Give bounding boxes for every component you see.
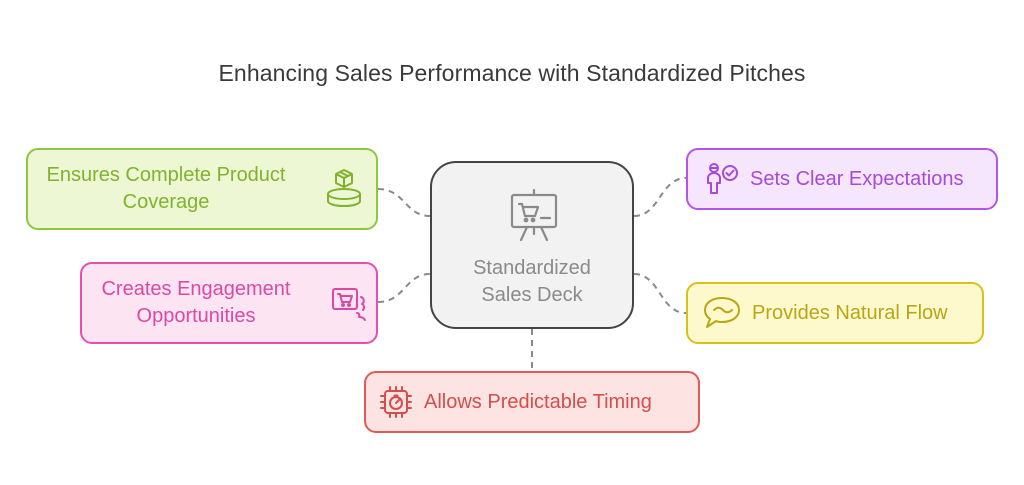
person-check-icon (707, 163, 738, 194)
node-product-coverage-line1: Ensures Complete Product (46, 164, 286, 186)
interactive-cart-icon (332, 288, 366, 321)
timer-chip-icon (380, 386, 412, 418)
connector-expectations (633, 177, 687, 217)
node-product-coverage-line2: Coverage (122, 191, 210, 213)
center-label-line1: Standardized (473, 257, 591, 279)
connector-engagement (377, 273, 431, 303)
node-engagement-line2: Opportunities (136, 305, 256, 327)
center-label-line2: Sales Deck (481, 284, 583, 306)
product-box-icon (327, 169, 361, 207)
node-predictable-timing-label: Allows Predictable Timing (424, 390, 652, 413)
node-predictable-timing: Allows Predictable Timing (364, 371, 700, 433)
center-label: Standardized Sales Deck (432, 255, 632, 309)
center-node-sales-deck: Standardized Sales Deck (430, 161, 634, 329)
node-engagement-line1: Creates Engagement (101, 278, 291, 300)
connector-flow (633, 273, 687, 314)
node-product-coverage-label: Ensures Complete Product Coverage (28, 162, 304, 216)
node-engagement: Creates Engagement Opportunities (80, 262, 378, 344)
node-product-coverage: Ensures Complete Product Coverage (26, 148, 378, 230)
diagram-title: Enhancing Sales Performance with Standar… (218, 60, 806, 86)
node-expectations: Sets Clear Expectations (686, 148, 998, 210)
presentation-board-icon (510, 188, 558, 242)
connector-coverage (377, 188, 431, 217)
node-expectations-label: Sets Clear Expectations (750, 167, 964, 190)
node-natural-flow: Provides Natural Flow (686, 282, 984, 344)
chat-bubble-icon (704, 297, 740, 328)
node-natural-flow-label: Provides Natural Flow (752, 301, 948, 324)
node-engagement-label: Creates Engagement Opportunities (82, 276, 310, 330)
